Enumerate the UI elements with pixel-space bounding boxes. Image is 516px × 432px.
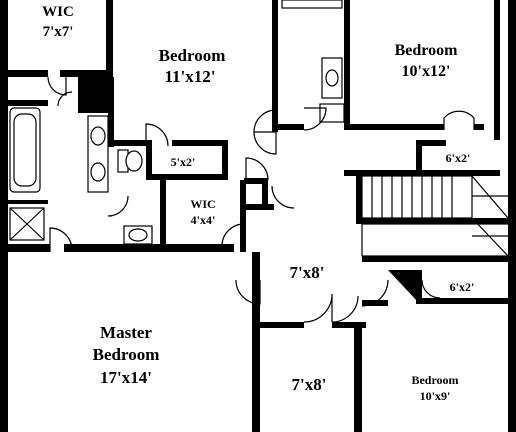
bedroom-right-name: Bedroom xyxy=(395,42,458,59)
closet-center-size: 5'x2' xyxy=(171,155,196,169)
wic-small-name: WIC xyxy=(190,197,215,211)
closet-lower-right-size: 6'x2' xyxy=(450,280,475,294)
door-swings xyxy=(47,76,475,323)
master-name-line2: Bedroom xyxy=(93,345,160,364)
staircase xyxy=(361,175,511,257)
room-bottom-center-size: 7'x8' xyxy=(292,375,327,394)
room-labels: WIC 7'x7' Bedroom 11'x12' Bedroom 10'x12… xyxy=(42,4,474,403)
wic-top-left-name: WIC xyxy=(42,4,74,20)
bedroom-bottom-right-size: 10'x9' xyxy=(420,389,451,403)
master-size: 17'x14' xyxy=(100,368,152,387)
closet-right-size: 6'x2' xyxy=(446,151,471,165)
master-name-line1: Master xyxy=(100,323,152,342)
hall-size: 7'x8' xyxy=(290,263,325,282)
bedroom-bottom-right-name: Bedroom xyxy=(411,373,458,387)
wic-small-size: 4'x4' xyxy=(191,213,216,227)
wic-top-left-size: 7'x7' xyxy=(43,24,74,40)
bedroom-center-size: 11'x12' xyxy=(164,67,215,86)
bedroom-center-name: Bedroom xyxy=(159,46,226,65)
bath-counter xyxy=(281,0,343,9)
bedroom-right-size: 10'x12' xyxy=(402,63,451,80)
bath-fixtures xyxy=(9,0,345,245)
